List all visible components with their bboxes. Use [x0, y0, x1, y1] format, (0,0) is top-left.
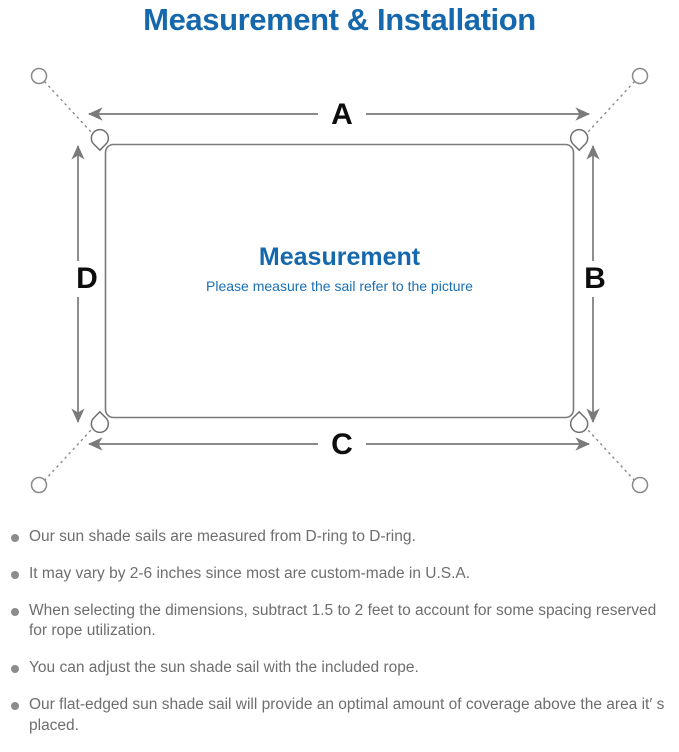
sail-center-title: Measurement	[258, 243, 421, 271]
anchor-top-right	[631, 67, 649, 85]
sail-rectangle	[104, 143, 575, 419]
bullet-icon	[11, 534, 19, 542]
rope-line-top-left	[43, 80, 104, 146]
list-item-text: You can adjust the sun shade sail with t…	[29, 659, 419, 677]
d-ring-bottom-right	[569, 410, 589, 434]
rope-line-bottom-right	[575, 416, 636, 482]
d-ring-bottom-left	[90, 410, 110, 434]
list-item-text: Our sun shade sails are measured from D-…	[29, 528, 416, 545]
list-item-text: Our flat-edged sun shade sail will provi…	[29, 695, 665, 734]
bullet-icon	[11, 665, 19, 674]
sail-center-subtitle: Please measure the sail refer to the pic…	[206, 278, 473, 294]
dimension-label-a: A	[318, 98, 366, 132]
list-item-text: When selecting the dimensions, subtract …	[29, 601, 657, 640]
anchor-bottom-right	[631, 476, 649, 494]
notes-list: Our sun shade sails are measured from D-…	[11, 527, 671, 752]
list-item: Our sun shade sails are measured from D-…	[11, 527, 671, 548]
d-ring-top-left	[90, 128, 110, 152]
anchor-top-left	[30, 67, 48, 85]
list-item-text: It may vary by 2-6 inches since most are…	[29, 564, 471, 582]
bullet-icon	[11, 701, 19, 710]
list-item: Our flat-edged sun shade sail will provi…	[11, 695, 671, 737]
dimension-label-b: B	[578, 261, 612, 297]
list-item: You can adjust the sun shade sail with t…	[11, 658, 671, 679]
rope-line-top-right	[575, 80, 636, 146]
measurement-diagram	[30, 67, 649, 494]
rope-line-bottom-left	[43, 416, 104, 482]
anchor-bottom-left	[30, 476, 48, 494]
page-title: Measurement & Installation	[143, 2, 536, 37]
list-item: It may vary by 2-6 inches since most are…	[11, 564, 671, 585]
dimension-label-d: D	[70, 261, 104, 297]
d-ring-top-right	[569, 128, 589, 152]
list-item: When selecting the dimensions, subtract …	[11, 601, 671, 643]
bullet-icon	[11, 570, 19, 579]
dimension-label-c: C	[318, 428, 366, 462]
bullet-icon	[11, 607, 19, 616]
